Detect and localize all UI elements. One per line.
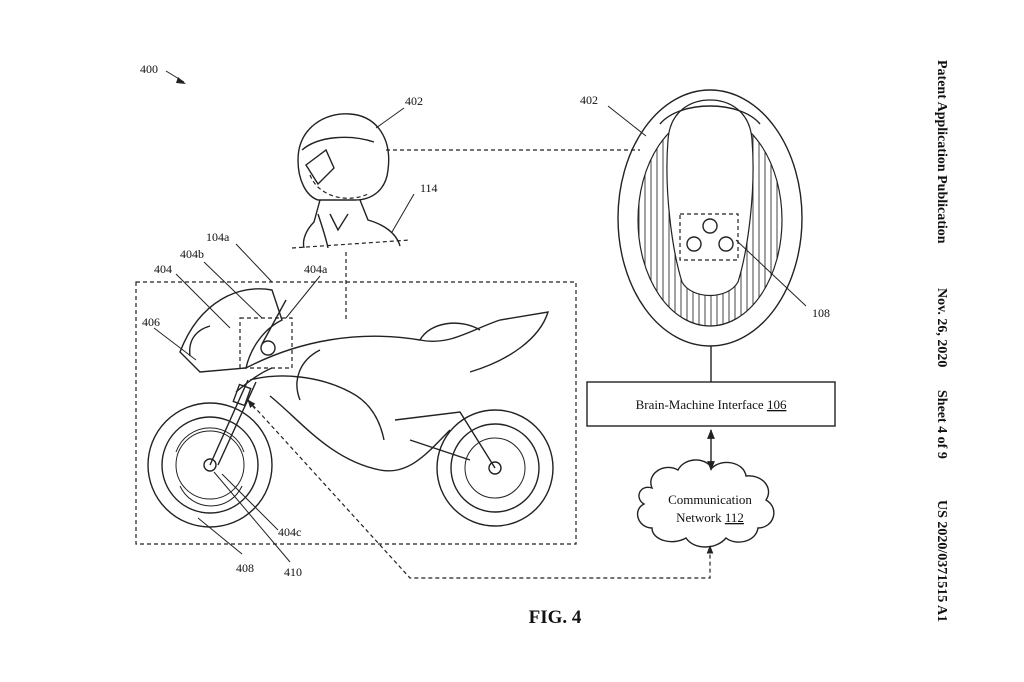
network-label-line2: Network 112: [676, 510, 744, 525]
motorcycle-leaders: [153, 243, 321, 563]
label-104a: 104a: [206, 230, 230, 244]
label-404: 404: [154, 262, 172, 276]
header-date: Nov. 26, 2020: [934, 288, 949, 367]
label-410: 410: [284, 565, 302, 579]
bmi-label: Brain-Machine Interface 106: [636, 397, 787, 412]
arrow-into-sensor-icon: [247, 399, 257, 411]
patent-header: Patent Application Publication Nov. 26, …: [934, 60, 949, 622]
label-406: 406: [142, 315, 160, 329]
label-108: 108: [812, 306, 830, 320]
network-label-line1: Communication: [668, 492, 752, 507]
rider-helmet-illustration: [291, 107, 415, 249]
header-publication: Patent Application Publication: [934, 60, 949, 244]
label-114: 114: [420, 181, 438, 195]
label-404c: 404c: [278, 525, 301, 539]
link-motorcycle-to-network: [247, 399, 714, 579]
arrow-400-icon: [165, 70, 186, 84]
header-number: US 2020/0371515 A1: [934, 500, 949, 622]
label-408: 408: [236, 561, 254, 575]
label-404b: 404b: [180, 247, 204, 261]
figure-ref-400: 400: [140, 62, 158, 76]
label-402-rider: 402: [405, 94, 423, 108]
network-cloud-icon: [636, 459, 775, 548]
header-sheet: Sheet 4 of 9: [934, 390, 949, 459]
figure-title: FIG. 4: [529, 607, 582, 628]
motorcycle-box: [135, 281, 577, 545]
label-402-top: 402: [580, 93, 598, 107]
label-404a: 404a: [304, 262, 328, 276]
helmet-top-view: [607, 89, 807, 347]
motorcycle-illustration: [147, 288, 554, 528]
